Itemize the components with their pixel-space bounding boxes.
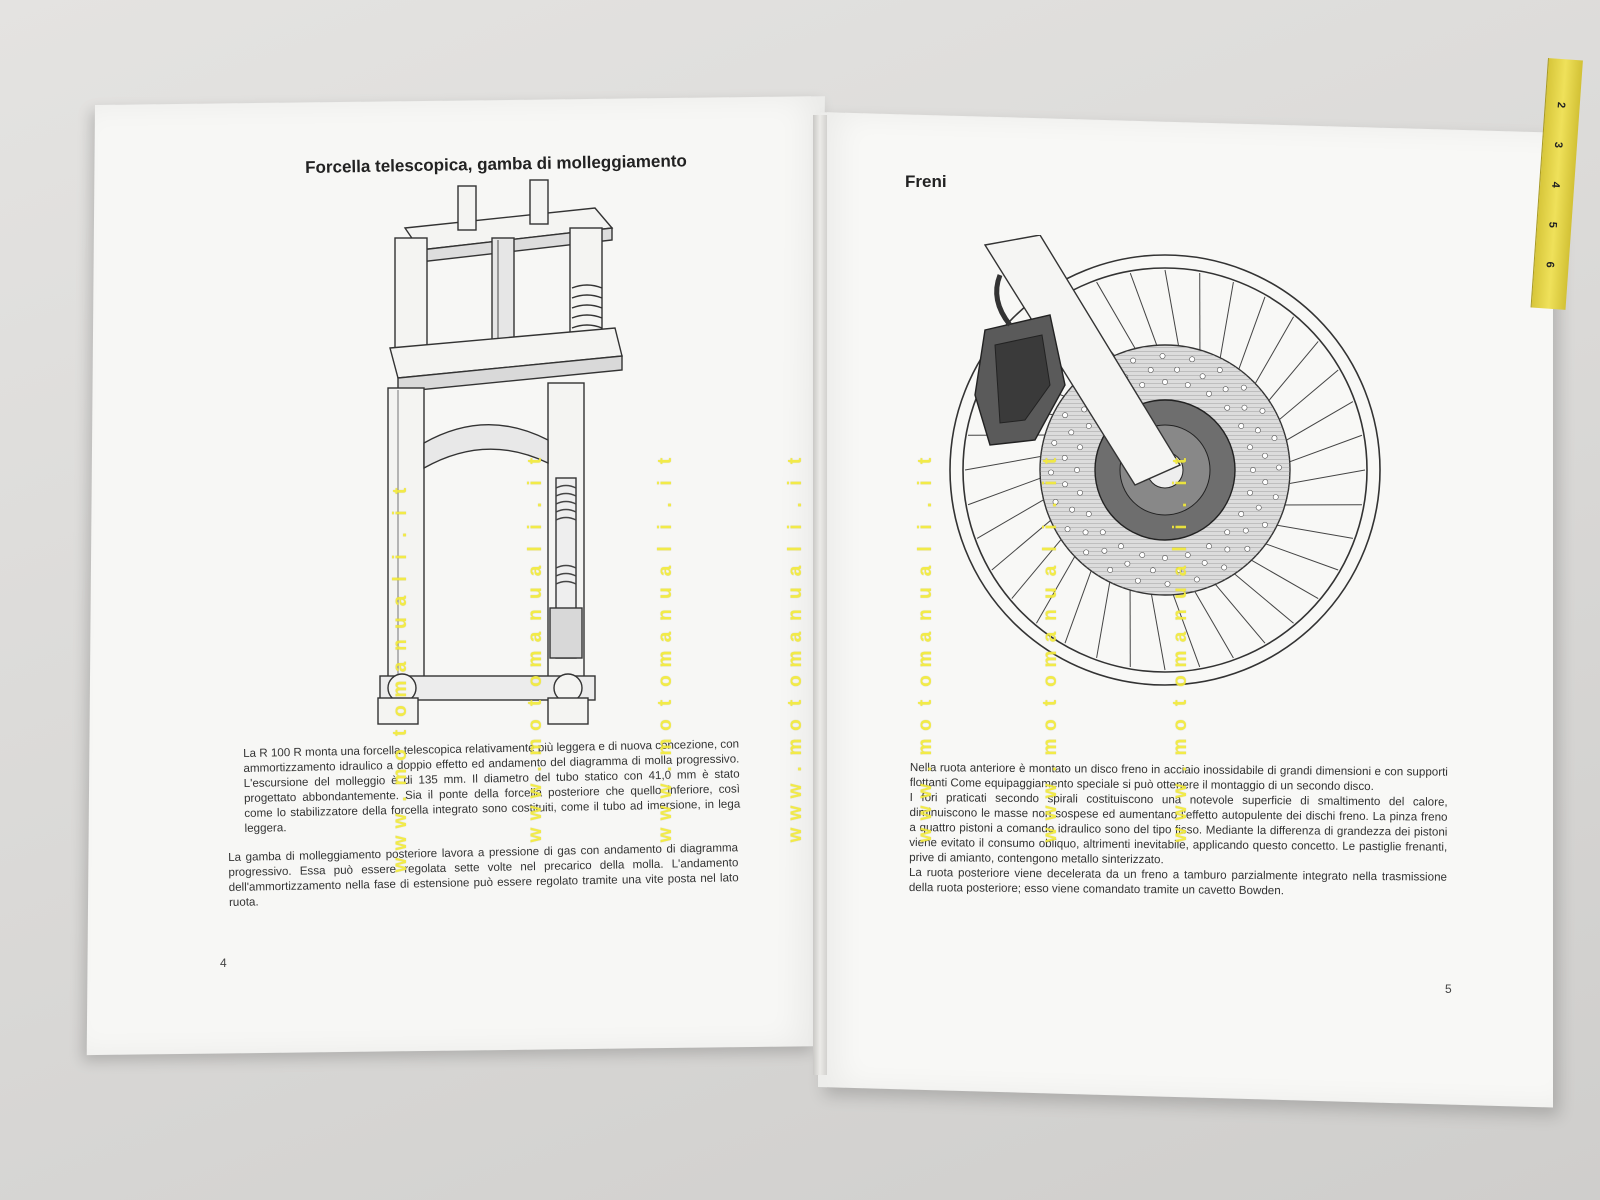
disc-hole — [1083, 549, 1090, 556]
disc-hole — [1061, 455, 1068, 461]
telescopic-fork-illustration — [377, 179, 623, 725]
disc-hole — [1139, 382, 1146, 388]
disc-hole — [1242, 527, 1249, 534]
disc-hole — [1051, 440, 1058, 446]
disc-hole — [1276, 464, 1282, 471]
shock-description-text: La gamba di molleggiamento posteriore la… — [228, 841, 739, 909]
disc-hole — [1238, 423, 1245, 429]
ruler-label-2: 2 — [1554, 101, 1568, 109]
disc-hole — [1199, 373, 1206, 380]
disc-hole — [1221, 564, 1228, 571]
disc-hole — [1085, 423, 1092, 429]
disc-hole — [1201, 559, 1208, 566]
disc-hole — [1189, 356, 1195, 363]
disc-hole — [1247, 444, 1253, 451]
disc-hole — [1216, 367, 1223, 373]
disc-hole — [1077, 489, 1083, 496]
page-gutter — [813, 115, 827, 1075]
disc-hole — [1224, 546, 1231, 553]
page-title-freni: Freni — [905, 172, 947, 191]
measuring-tape: 2 3 4 5 6 — [1530, 58, 1583, 310]
disc-hole — [1259, 407, 1266, 414]
ruler-label-4: 4 — [1549, 181, 1562, 189]
disc-hole — [1162, 555, 1168, 561]
disc-hole — [1250, 467, 1256, 473]
disc-hole — [1159, 353, 1166, 359]
disc-hole — [1135, 577, 1141, 584]
disc-hole — [1206, 543, 1212, 550]
page-number-right: 5 — [1445, 982, 1452, 996]
disc-hole — [1247, 489, 1253, 496]
disc-hole — [1150, 567, 1156, 574]
disc-hole — [1064, 526, 1071, 533]
disc-hole — [1139, 552, 1146, 558]
ruler-label-5: 5 — [1546, 221, 1559, 229]
disc-hole — [1262, 452, 1268, 459]
disc-hole — [1107, 567, 1114, 573]
disc-hole — [1255, 504, 1262, 511]
ruler-label-6: 6 — [1543, 261, 1556, 269]
disc-hole — [1062, 481, 1068, 488]
disc-hole — [1241, 404, 1248, 411]
disc-hole — [1085, 511, 1092, 517]
disc-hole — [1124, 560, 1131, 567]
disc-hole — [1069, 506, 1076, 513]
disc-hole — [1130, 357, 1137, 364]
disc-hole — [1068, 429, 1075, 436]
disc-hole — [1224, 404, 1231, 411]
ruler-label-3: 3 — [1551, 141, 1565, 149]
brake-line-rear-drum: La ruota posteriore viene decelerata da … — [908, 865, 1448, 898]
disc-hole — [1206, 390, 1212, 397]
disc-hole — [1162, 379, 1168, 385]
disc-hole — [1074, 467, 1080, 473]
disc-hole — [1240, 384, 1247, 391]
disc-hole — [1262, 479, 1269, 485]
disc-hole — [1224, 529, 1231, 536]
disc-hole — [1244, 545, 1251, 552]
disc-hole — [1118, 543, 1124, 550]
disc-hole — [1077, 444, 1083, 451]
page-number-left: 4 — [220, 956, 227, 970]
disc-hole — [1176, 567, 1183, 573]
disc-hole — [1222, 386, 1229, 393]
disc-hole — [1147, 367, 1154, 373]
disc-hole — [1262, 521, 1268, 528]
shock-description-paragraph: La gamba di molleggiamento posteriore la… — [228, 840, 739, 910]
disc-hole — [1082, 529, 1089, 536]
disc-hole — [1193, 576, 1200, 583]
disc-hole — [1062, 412, 1068, 419]
disc-hole — [1052, 498, 1059, 505]
disc-hole — [1254, 427, 1261, 434]
disc-hole — [1101, 547, 1108, 554]
disc-hole — [1238, 511, 1245, 517]
disc-hole — [1272, 494, 1279, 500]
disc-hole — [1081, 406, 1088, 413]
front-brake-disc-illustration — [949, 235, 1381, 686]
disc-hole — [1184, 382, 1191, 388]
disc-hole — [1271, 435, 1278, 442]
disc-hole — [1099, 529, 1106, 536]
disc-hole — [1164, 581, 1171, 587]
disc-hole — [1174, 366, 1180, 373]
disc-hole — [1048, 469, 1054, 476]
disc-hole — [1184, 552, 1191, 558]
